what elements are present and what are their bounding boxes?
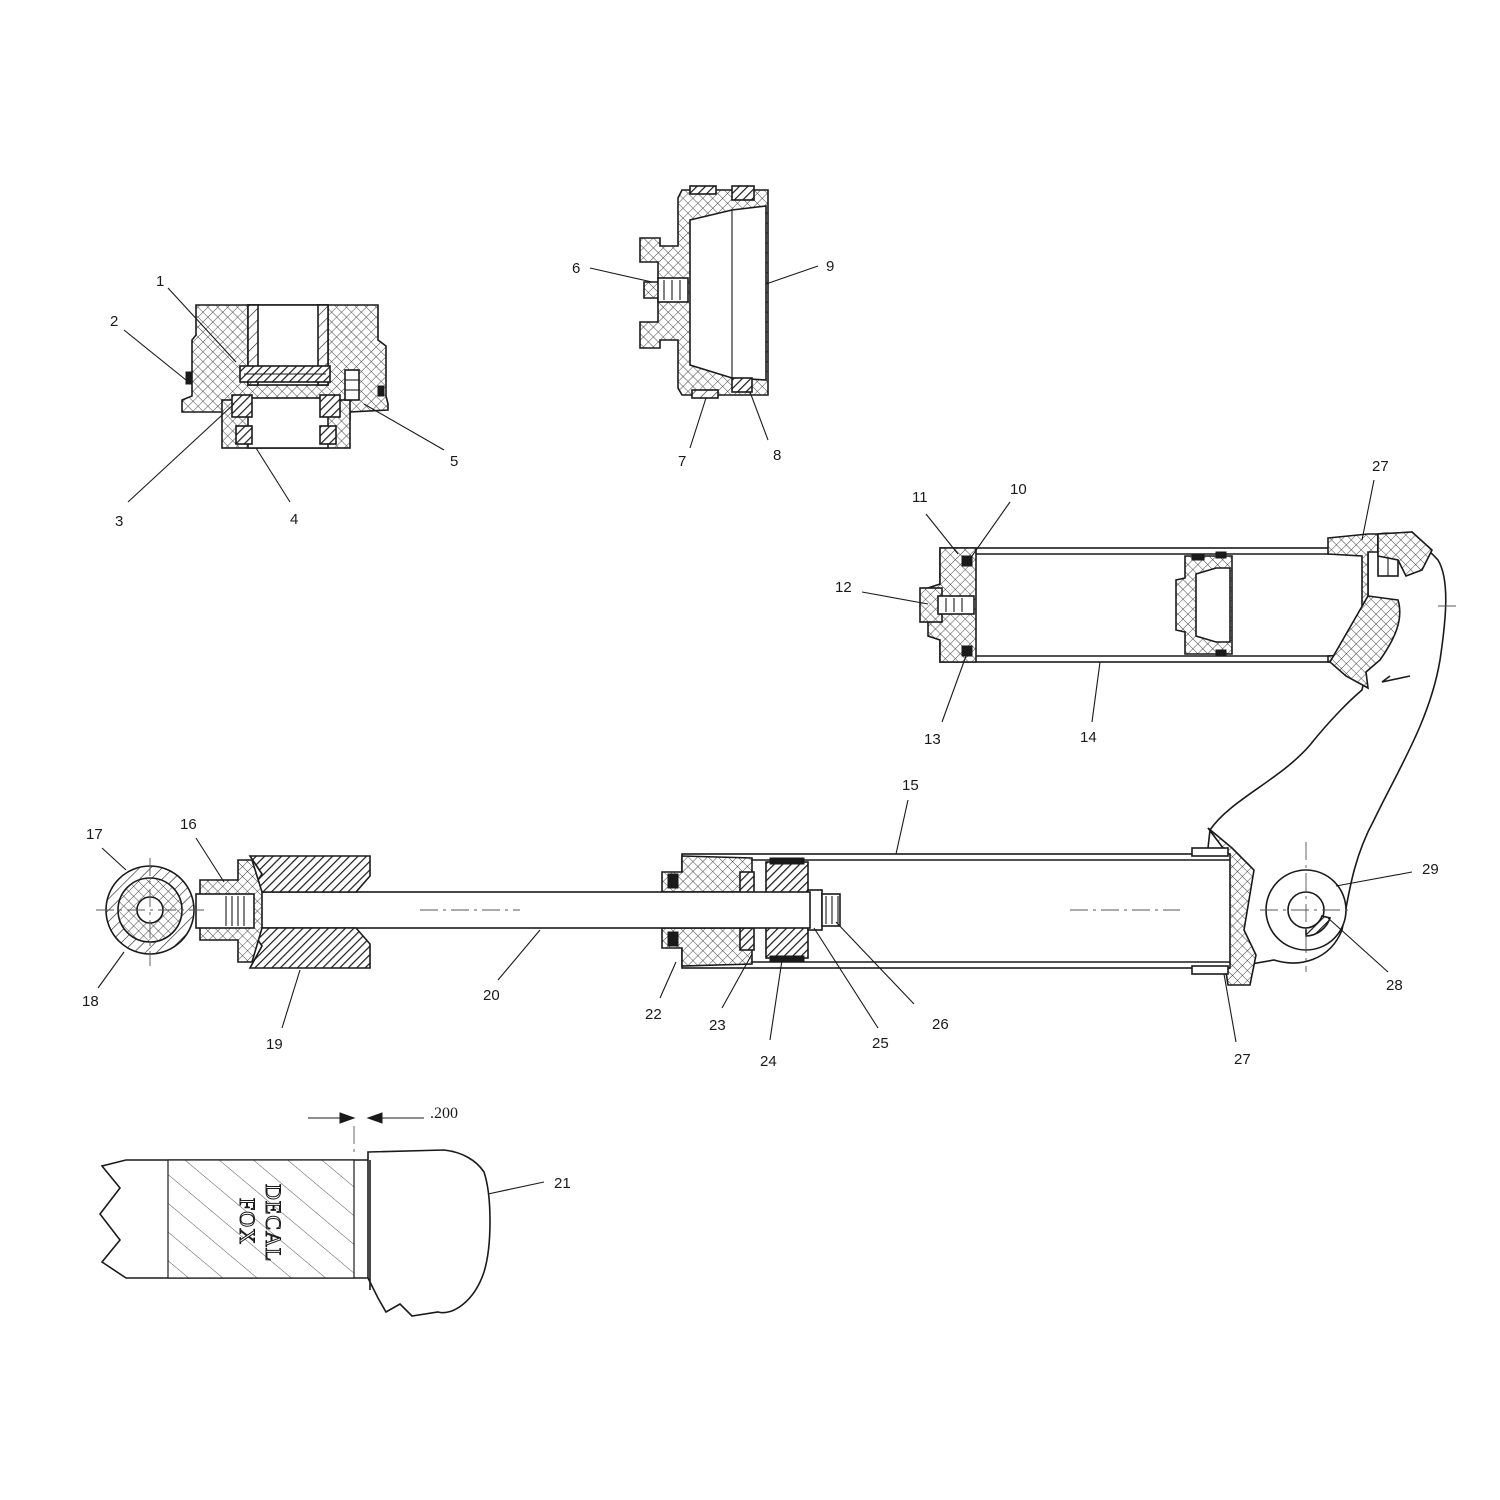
- callout-3: 3: [115, 513, 123, 530]
- body-bridge: [1195, 531, 1460, 986]
- callout-22: 22: [645, 1006, 662, 1023]
- callout-27-lower: 27: [1234, 1051, 1251, 1068]
- callout-13: 13: [924, 731, 941, 748]
- decal-text-line1: FOX: [235, 1198, 260, 1245]
- callout-8: 8: [773, 447, 781, 464]
- callouts: 1 2 3 4 5 6 7 8 9 10 11 12 13 14 27 15 1…: [82, 258, 1439, 1192]
- callout-11: 11: [912, 489, 928, 506]
- callout-1: 1: [156, 273, 164, 290]
- callout-10: 10: [1010, 481, 1027, 498]
- leader-lines: [97, 265, 1413, 1195]
- callout-26: 26: [932, 1016, 949, 1033]
- callout-21: 21: [554, 1175, 571, 1192]
- decal-text-line2: DECAL: [261, 1184, 286, 1262]
- seal-head-assembly: [181, 304, 389, 449]
- shaft-and-eyelet: [96, 855, 811, 969]
- callout-27-upper: 27: [1372, 458, 1389, 475]
- callout-15: 15: [902, 777, 919, 794]
- callout-5: 5: [450, 453, 458, 470]
- callout-17: 17: [86, 826, 103, 843]
- floating-piston: [639, 185, 769, 399]
- callout-24: 24: [760, 1053, 777, 1070]
- callout-16: 16: [180, 816, 197, 833]
- callout-4: 4: [290, 511, 298, 528]
- decal-detail: [98, 1112, 491, 1317]
- callout-19: 19: [266, 1036, 283, 1053]
- callout-28: 28: [1386, 977, 1403, 994]
- callout-12: 12: [835, 579, 852, 596]
- callout-14: 14: [1080, 729, 1097, 746]
- callout-20: 20: [483, 987, 500, 1004]
- callout-6: 6: [572, 260, 580, 277]
- callout-29: 29: [1422, 861, 1439, 878]
- callout-23: 23: [709, 1017, 726, 1034]
- callout-25: 25: [872, 1035, 889, 1052]
- callout-18: 18: [82, 993, 99, 1010]
- callout-9: 9: [826, 258, 834, 275]
- dimension-label: .200: [430, 1105, 458, 1122]
- reservoir-assembly: [919, 533, 1399, 663]
- callout-2: 2: [110, 313, 118, 330]
- callout-7: 7: [678, 453, 686, 470]
